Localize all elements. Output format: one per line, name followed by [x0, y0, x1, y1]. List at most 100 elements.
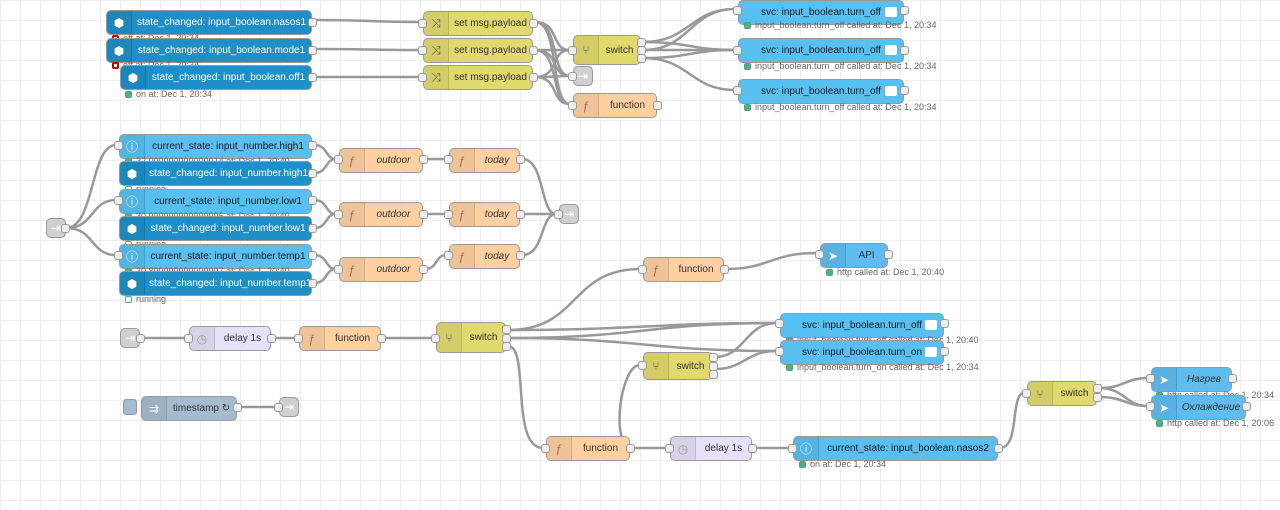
output-port[interactable] [529, 46, 538, 55]
output-port[interactable] [720, 265, 729, 274]
output-port[interactable] [900, 46, 909, 55]
output-port[interactable] [308, 169, 317, 178]
input-port[interactable] [114, 196, 123, 205]
switch-node-4[interactable]: ⑂ switch [1027, 381, 1097, 406]
output-port[interactable] [653, 101, 662, 110]
switch-node-3[interactable]: ⑂ switch [643, 352, 713, 380]
input-port[interactable] [1022, 389, 1031, 398]
output-port[interactable] [308, 73, 317, 82]
change-node-3[interactable]: ⤨ set msg.payload [423, 65, 533, 90]
output-port[interactable] [884, 250, 893, 259]
input-port[interactable] [444, 251, 453, 260]
input-port[interactable] [568, 101, 577, 110]
output-port[interactable] [529, 73, 538, 82]
output-port[interactable] [267, 334, 276, 343]
output-port[interactable] [502, 342, 511, 351]
output-port[interactable] [709, 370, 718, 379]
input-port[interactable] [114, 141, 123, 150]
output-port[interactable] [516, 251, 525, 260]
output-port[interactable] [419, 155, 428, 164]
function-node-1[interactable]: ƒ function [573, 93, 657, 118]
output-port[interactable] [626, 444, 635, 453]
link-in-node-1[interactable]: ⇥ [46, 218, 66, 238]
input-port[interactable] [1146, 374, 1155, 383]
input-port[interactable] [334, 210, 343, 219]
output-port[interactable] [994, 444, 1003, 453]
function-node-3[interactable]: ƒ function [546, 436, 630, 461]
output-port[interactable] [1242, 402, 1251, 411]
http-node-api[interactable]: ➤ API [820, 243, 888, 268]
output-port[interactable] [1093, 384, 1102, 393]
input-port[interactable] [733, 46, 742, 55]
input-port[interactable] [541, 444, 550, 453]
input-port[interactable] [788, 444, 797, 453]
output-port[interactable] [308, 224, 317, 233]
input-port[interactable] [815, 250, 824, 259]
input-port[interactable] [334, 265, 343, 274]
output-port[interactable] [308, 141, 317, 150]
link-out-node-3[interactable]: ⇥ [279, 397, 299, 417]
function-node-today-3[interactable]: ƒ today [449, 244, 520, 269]
output-port[interactable] [709, 353, 718, 362]
output-port[interactable] [308, 46, 317, 55]
output-port[interactable] [940, 347, 949, 356]
output-port[interactable] [308, 196, 317, 205]
current-state-node-high1[interactable]: ⓘ current_state: input_number.high1 [119, 134, 312, 159]
input-port[interactable] [418, 19, 427, 28]
input-port[interactable] [444, 155, 453, 164]
change-node-2[interactable]: ⤨ set msg.payload [423, 38, 533, 63]
function-node-outdoor-1[interactable]: ƒ outdoor [339, 148, 423, 173]
output-port[interactable] [308, 251, 317, 260]
input-port[interactable] [733, 6, 742, 15]
input-port[interactable] [775, 347, 784, 356]
delay-node-1[interactable]: ◷ delay 1s [189, 326, 271, 351]
function-node-today-2[interactable]: ƒ today [449, 202, 520, 227]
output-port[interactable] [1228, 374, 1237, 383]
input-port[interactable] [638, 361, 647, 370]
output-port[interactable] [308, 279, 317, 288]
output-port[interactable] [1093, 393, 1102, 402]
switch-node-1[interactable]: ⑂ switch [573, 35, 641, 65]
output-port[interactable] [419, 210, 428, 219]
input-port[interactable] [568, 46, 577, 55]
ha-event-node-mode1[interactable]: ⬢ state_changed: input_boolean.mode1 [106, 38, 312, 63]
output-port[interactable] [637, 54, 646, 63]
input-port[interactable] [1146, 402, 1155, 411]
function-node-outdoor-2[interactable]: ƒ outdoor [339, 202, 423, 227]
output-port[interactable] [419, 265, 428, 274]
input-port[interactable] [184, 334, 193, 343]
output-port[interactable] [748, 444, 757, 453]
ha-event-node-nasos1[interactable]: ⬢ state_changed: input_boolean.nasos1 [106, 10, 312, 35]
input-port[interactable] [274, 403, 283, 412]
call-service-node-turn-off-4[interactable]: svc: input_boolean.turn_off [780, 313, 944, 338]
inject-trigger-button[interactable] [123, 399, 137, 415]
output-port[interactable] [136, 334, 145, 343]
current-state-node-low1[interactable]: ⓘ current_state: input_number.low1 [119, 189, 312, 214]
link-out-node-1[interactable]: ⇥ [573, 66, 593, 86]
input-port[interactable] [665, 444, 674, 453]
output-port[interactable] [529, 19, 538, 28]
function-node-api[interactable]: ƒ function [643, 257, 724, 282]
function-node-outdoor-3[interactable]: ƒ outdoor [339, 257, 423, 282]
function-node-2[interactable]: ƒ function [299, 326, 381, 351]
input-port[interactable] [294, 334, 303, 343]
output-port[interactable] [900, 86, 909, 95]
output-port[interactable] [233, 403, 242, 412]
switch-node-2[interactable]: ⑂ switch [436, 322, 506, 353]
ha-event-node-off1[interactable]: ⬢ state_changed: input_boolean.off1 [120, 65, 312, 90]
input-port[interactable] [431, 334, 440, 343]
input-port[interactable] [444, 210, 453, 219]
output-port[interactable] [900, 6, 909, 15]
call-service-node-turn-off-1[interactable]: svc: input_boolean.turn_off [738, 0, 904, 25]
input-port[interactable] [638, 265, 647, 274]
ha-event-node-low1[interactable]: ⬢ state_changed: input_number.low1 [119, 216, 312, 241]
output-port[interactable] [377, 334, 386, 343]
current-state-node-nasos2[interactable]: ⓘ current_state: input_boolean.nasos2 [793, 436, 998, 461]
delay-node-2[interactable]: ◷ delay 1s [670, 436, 752, 461]
http-node-ohlazhdenie[interactable]: ➤ Охлаждение [1151, 395, 1246, 420]
output-port[interactable] [940, 319, 949, 328]
output-port[interactable] [61, 224, 70, 233]
output-port[interactable] [516, 155, 525, 164]
output-port[interactable] [502, 325, 511, 334]
